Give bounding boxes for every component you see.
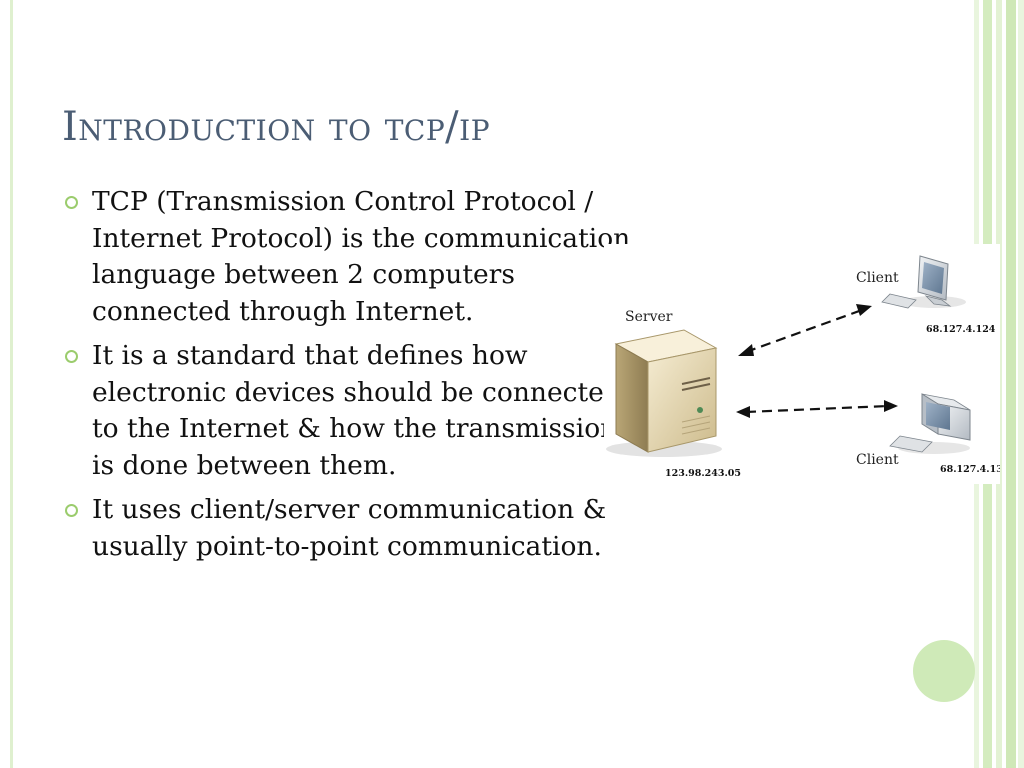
client-label: Client bbox=[856, 452, 899, 468]
client-server-diagram: Server 123.98.243.05 Client 68.127.4.124… bbox=[604, 244, 1009, 484]
bullet-text: It uses client/server communication & us… bbox=[92, 494, 607, 562]
left-border-line bbox=[10, 0, 13, 768]
connection-arrow bbox=[736, 400, 898, 418]
network-diagram-svg: Server 123.98.243.05 Client 68.127.4.124… bbox=[606, 255, 1009, 479]
client-computer-icon bbox=[881, 255, 966, 309]
bullet-item: TCP (Transmission Control Protocol / Int… bbox=[62, 184, 632, 330]
bullet-circle-icon bbox=[65, 350, 78, 363]
client-computer-icon bbox=[889, 393, 971, 454]
server-label: Server bbox=[625, 309, 673, 325]
slide-title: Introduction to tcp/ip bbox=[62, 104, 491, 150]
bullet-circle-icon bbox=[65, 504, 78, 517]
bullet-text: TCP (Transmission Control Protocol / Int… bbox=[92, 186, 631, 327]
server-icon bbox=[606, 329, 722, 457]
bullet-item: It is a standard that defines how electr… bbox=[62, 338, 632, 484]
client-ip-label: 68.127.4.131 bbox=[940, 464, 1000, 475]
client-ip-label: 68.127.4.124 bbox=[926, 324, 996, 335]
connection-arrow bbox=[738, 304, 872, 356]
bullet-text: It is a standard that defines how electr… bbox=[92, 340, 621, 481]
server-ip-label: 123.98.243.05 bbox=[665, 468, 741, 479]
bullet-list: TCP (Transmission Control Protocol / Int… bbox=[62, 184, 632, 573]
bullet-circle-icon bbox=[65, 196, 78, 209]
decorative-circle bbox=[913, 640, 975, 702]
client-label: Client bbox=[856, 270, 899, 286]
bullet-item: It uses client/server communication & us… bbox=[62, 492, 632, 565]
